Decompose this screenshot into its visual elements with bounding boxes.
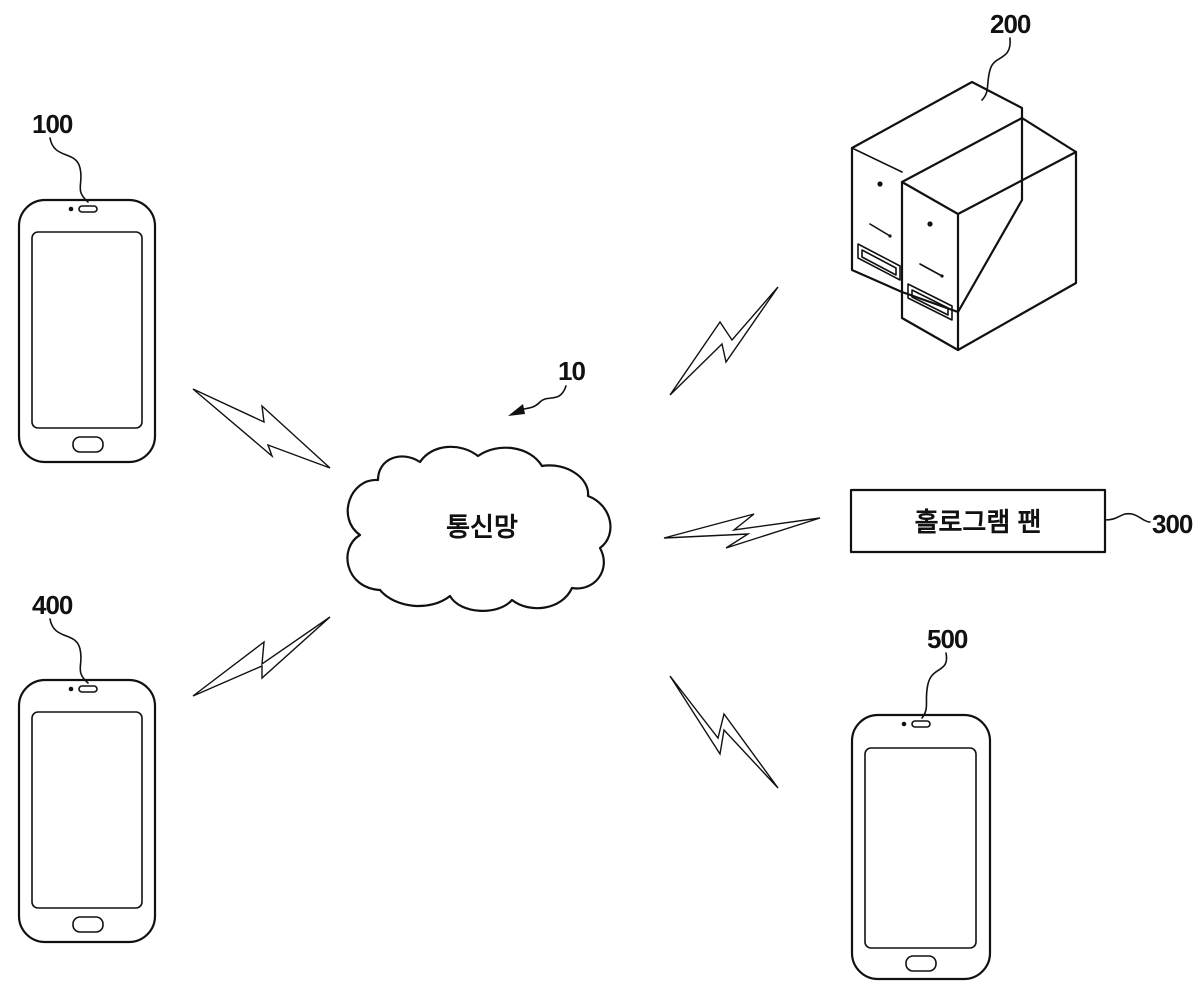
svg-text:100: 100 xyxy=(32,109,73,139)
ref-label-500: 500 xyxy=(922,624,968,718)
smartphone-400 xyxy=(19,680,155,942)
svg-text:400: 400 xyxy=(32,590,73,620)
wireless-link-icon xyxy=(670,676,778,788)
smartphone-500 xyxy=(852,715,990,979)
hologram-fan-box: 홀로그램 팬 xyxy=(851,490,1105,552)
svg-text:200: 200 xyxy=(990,9,1031,39)
svg-text:500: 500 xyxy=(927,624,968,654)
svg-text:10: 10 xyxy=(558,356,585,386)
smartphone-100 xyxy=(19,200,155,462)
arrow-head-icon xyxy=(508,404,525,416)
wireless-link-icon xyxy=(193,617,330,696)
server-200 xyxy=(852,82,1076,350)
network-cloud: 통신망 xyxy=(347,447,610,611)
wireless-link-icon xyxy=(664,514,820,548)
wireless-link-icon xyxy=(193,389,330,468)
network-label: 통신망 xyxy=(446,512,518,542)
svg-text:300: 300 xyxy=(1152,509,1193,539)
ref-label-400: 400 xyxy=(32,590,88,683)
ref-label-100: 100 xyxy=(32,109,88,202)
ref-label-200: 200 xyxy=(982,9,1031,100)
ref-label-10: 10 xyxy=(508,356,585,416)
hologram-fan-label: 홀로그램 팬 xyxy=(915,507,1042,537)
ref-label-300: 300 xyxy=(1105,509,1193,539)
wireless-link-icon xyxy=(670,287,778,395)
